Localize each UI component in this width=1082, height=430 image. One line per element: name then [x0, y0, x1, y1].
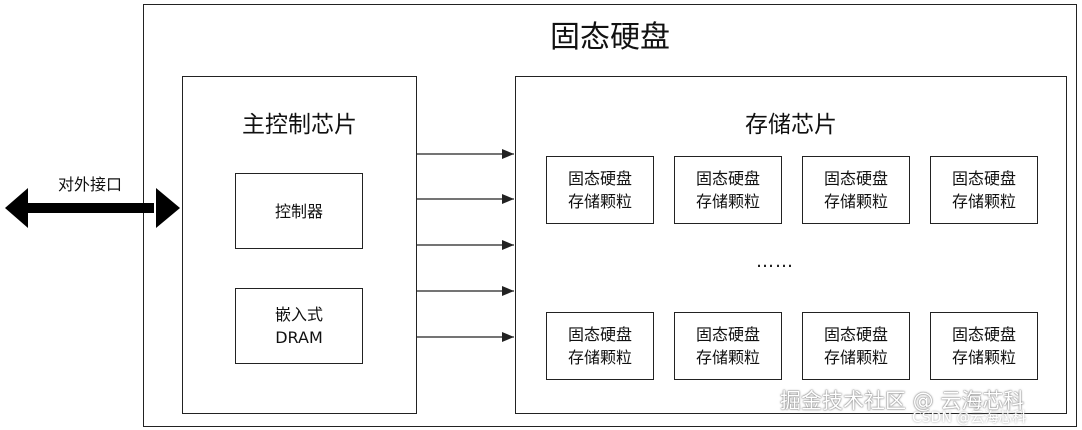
flash-chip: 固态硬盘 存储颗粒 [546, 312, 654, 380]
flash-chip: 固态硬盘 存储颗粒 [674, 312, 782, 380]
flash-chip-line1: 固态硬盘 [695, 169, 760, 188]
flash-chip: 固态硬盘 存储颗粒 [802, 156, 910, 224]
flash-chip-line1: 固态硬盘 [567, 325, 632, 344]
embedded-dram-box: 嵌入式 DRAM [235, 288, 363, 364]
watermark-sub: CSDN @云海芯科 [912, 410, 1027, 426]
flash-chip-line1: 固态硬盘 [951, 169, 1016, 188]
flash-chip-line2: 存储颗粒 [567, 192, 632, 211]
controller-label: 控制器 [274, 201, 323, 221]
embedded-dram-label-line1: 嵌入式 [274, 305, 323, 324]
flash-chip: 固态硬盘 存储颗粒 [930, 312, 1038, 380]
flash-chip: 固态硬盘 存储颗粒 [674, 156, 782, 224]
flash-chip-line2: 存储颗粒 [567, 348, 632, 367]
flash-chip-line1: 固态硬盘 [567, 169, 632, 188]
storage-chip-title: 存储芯片 [745, 112, 837, 138]
storage-chip-box [515, 76, 1067, 414]
flash-chip-line2: 存储颗粒 [695, 348, 760, 367]
ssd-title: 固态硬盘 [550, 20, 670, 55]
external-interface-label: 对外接口 [57, 175, 122, 194]
flash-chip: 固态硬盘 存储颗粒 [802, 312, 910, 380]
flash-chip-line2: 存储颗粒 [695, 192, 760, 211]
controller-box: 控制器 [235, 173, 363, 249]
flash-chip-line2: 存储颗粒 [951, 192, 1016, 211]
flash-chip-line1: 固态硬盘 [823, 325, 888, 344]
ellipsis: …… [756, 251, 794, 272]
main-controller-chip-box [182, 76, 417, 414]
watermark-main: 掘金技术社区 @ 云海芯科 [780, 389, 1025, 413]
external-interface-arrow [5, 188, 180, 228]
flash-chip-line1: 固态硬盘 [951, 325, 1016, 344]
flash-chip-line1: 固态硬盘 [695, 325, 760, 344]
flash-chip-line2: 存储颗粒 [823, 348, 888, 367]
flash-chip: 固态硬盘 存储颗粒 [546, 156, 654, 224]
flash-chip-line2: 存储颗粒 [951, 348, 1016, 367]
main-controller-chip-title: 主控制芯片 [242, 112, 357, 138]
flash-chip-line2: 存储颗粒 [823, 192, 888, 211]
flash-chip: 固态硬盘 存储颗粒 [930, 156, 1038, 224]
flash-chip-line1: 固态硬盘 [823, 169, 888, 188]
embedded-dram-label-line2: DRAM [275, 328, 323, 347]
